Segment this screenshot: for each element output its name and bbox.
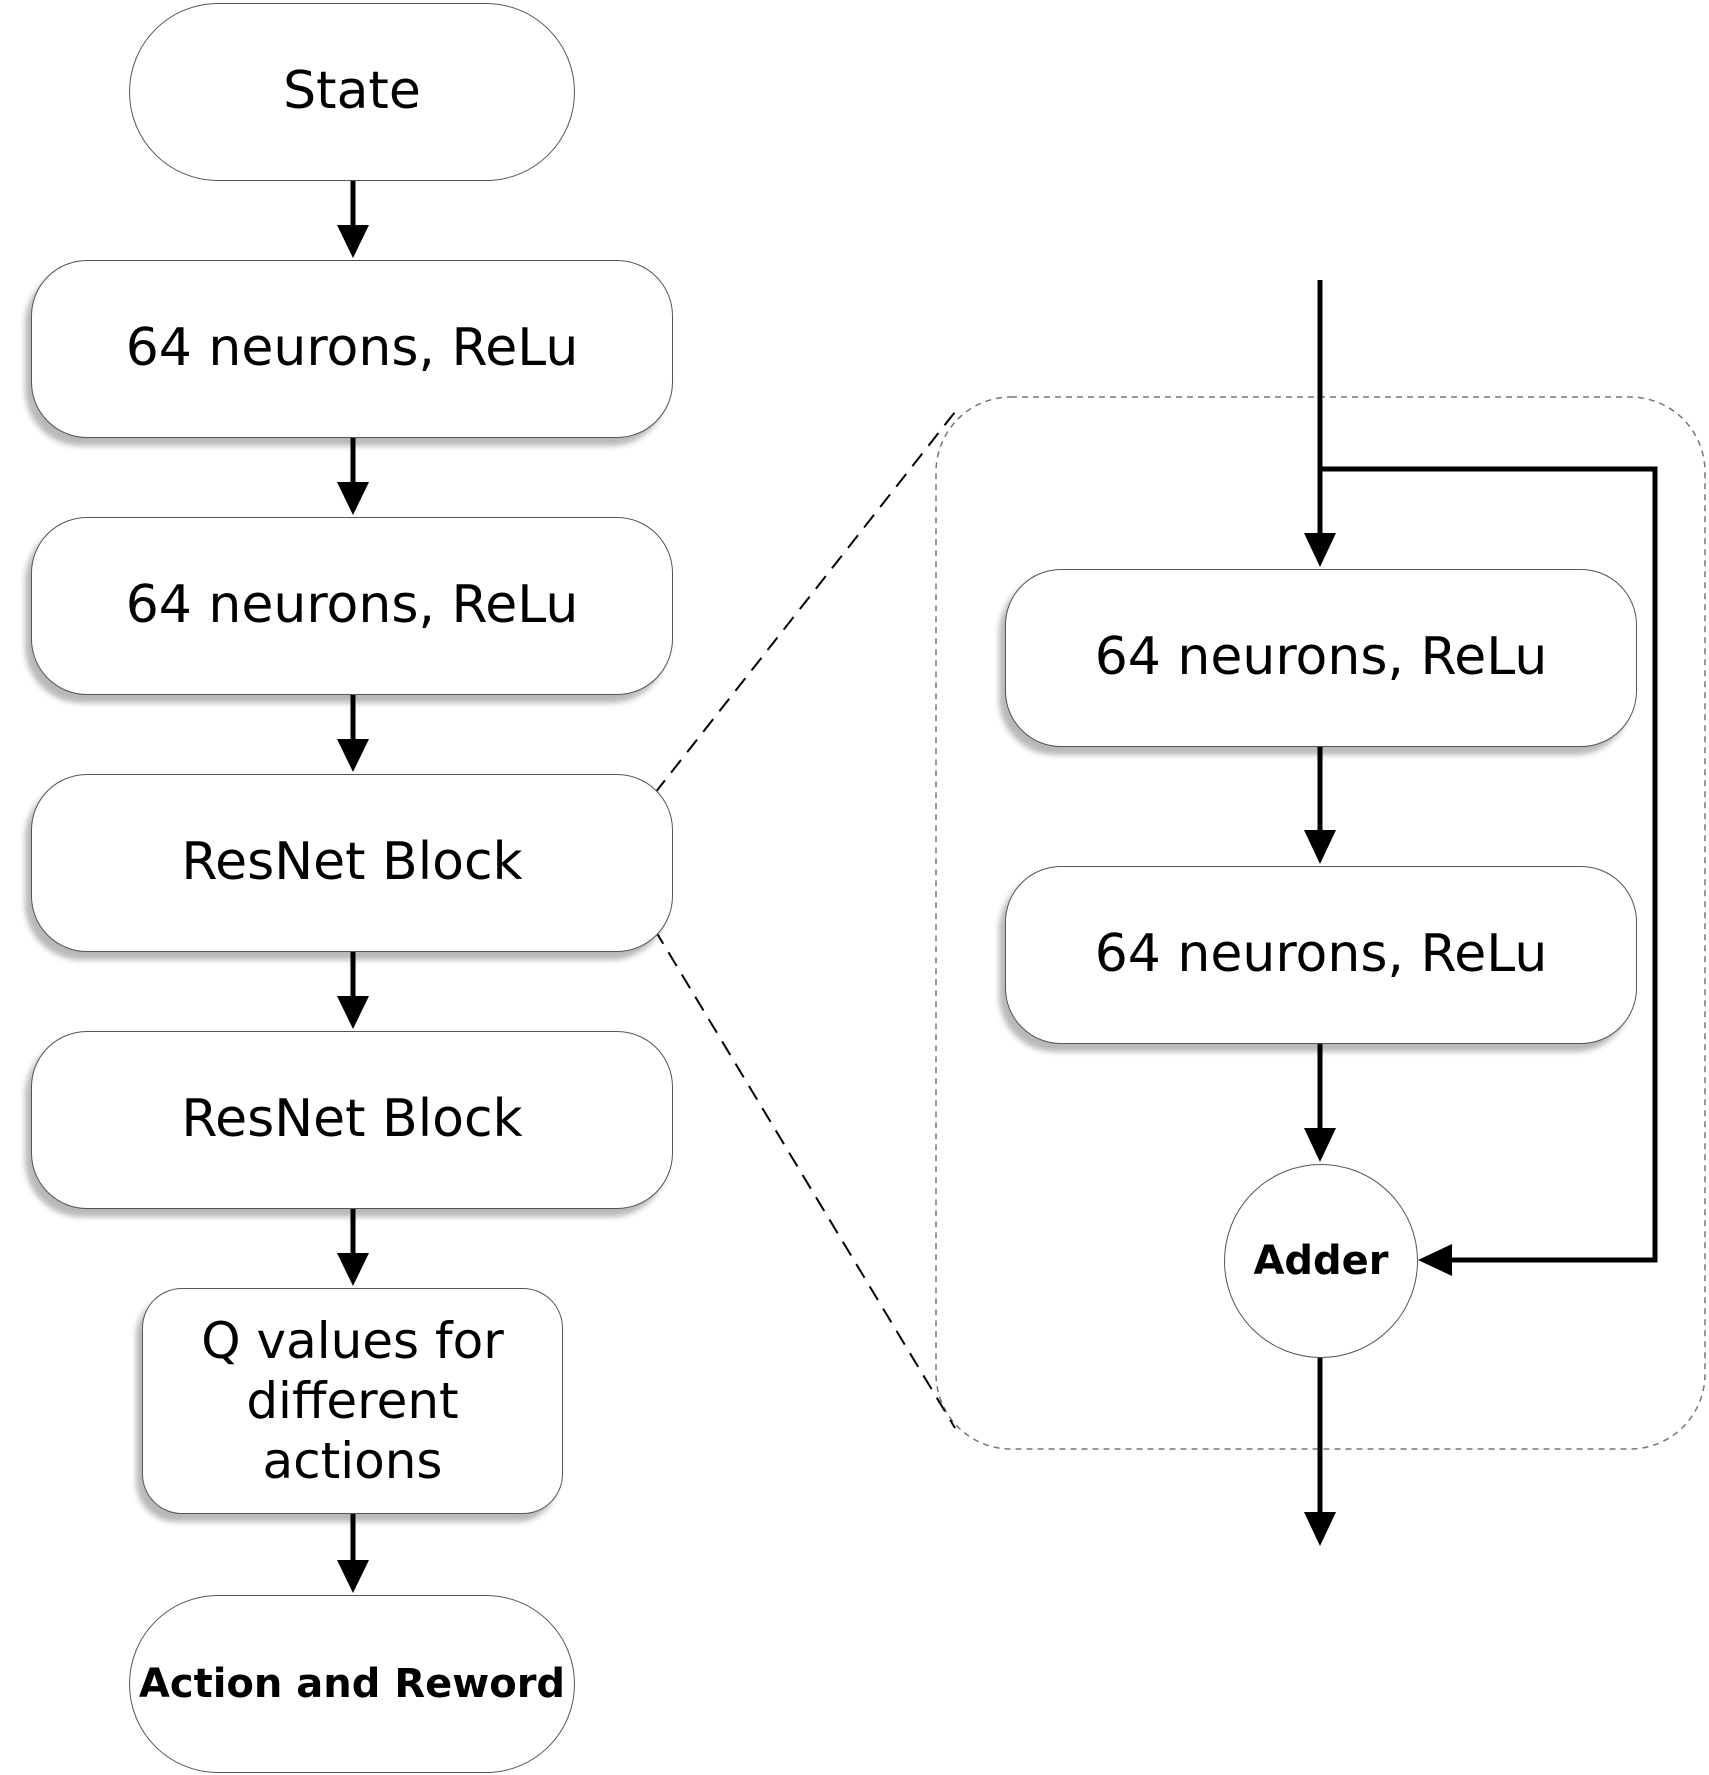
arrowhead-qvalues-to-action	[337, 1560, 369, 1593]
q-values-node: Q values for different actions	[142, 1288, 563, 1514]
zoom-line-top	[654, 411, 956, 794]
adder-label: Adder	[1253, 1238, 1389, 1284]
arrowhead-resnet2-to-qvalues	[337, 1253, 369, 1286]
resnet-block-2-label: ResNet Block	[181, 1089, 523, 1150]
q-values-label: Q values for different actions	[201, 1312, 504, 1490]
arrowhead-layer2-to-resnet1	[337, 739, 369, 772]
resnet-block-1-node: ResNet Block	[31, 774, 673, 952]
dense-layer-2-node: 64 neurons, ReLu	[31, 517, 673, 695]
detail-dense-layer-2-label: 64 neurons, ReLu	[1094, 924, 1548, 985]
arrowhead-resnet1-to-resnet2	[337, 996, 369, 1029]
dense-layer-1-label: 64 neurons, ReLu	[125, 318, 579, 379]
detail-dense-layer-1-label: 64 neurons, ReLu	[1094, 627, 1548, 688]
arrowhead-detail-input	[1304, 533, 1336, 567]
action-and-reward-label: Action and Reword	[138, 1661, 566, 1707]
arrowhead-skip-connection	[1418, 1244, 1452, 1276]
dense-layer-2-label: 64 neurons, ReLu	[125, 575, 579, 636]
skip-connection-line	[1320, 466, 1658, 1263]
detail-dense-layer-1-node: 64 neurons, ReLu	[1005, 569, 1637, 747]
zoom-line-bottom	[654, 929, 956, 1429]
state-label: State	[283, 61, 421, 122]
arrowhead-state-to-layer1	[337, 225, 369, 258]
arrowhead-layer1-to-layer2	[337, 482, 369, 515]
adder-node: Adder	[1224, 1164, 1418, 1358]
arrowhead-detail-output	[1304, 1512, 1336, 1546]
resnet-block-1-label: ResNet Block	[181, 832, 523, 893]
resnet-block-2-node: ResNet Block	[31, 1031, 673, 1209]
dense-layer-1-node: 64 neurons, ReLu	[31, 260, 673, 438]
state-node: State	[129, 3, 575, 181]
arrowhead-detail-layer2-to-adder	[1304, 1128, 1336, 1162]
action-and-reward-node: Action and Reword	[129, 1595, 575, 1773]
arrowhead-detail-layer1-to-layer2	[1304, 830, 1336, 864]
detail-dense-layer-2-node: 64 neurons, ReLu	[1005, 866, 1637, 1044]
